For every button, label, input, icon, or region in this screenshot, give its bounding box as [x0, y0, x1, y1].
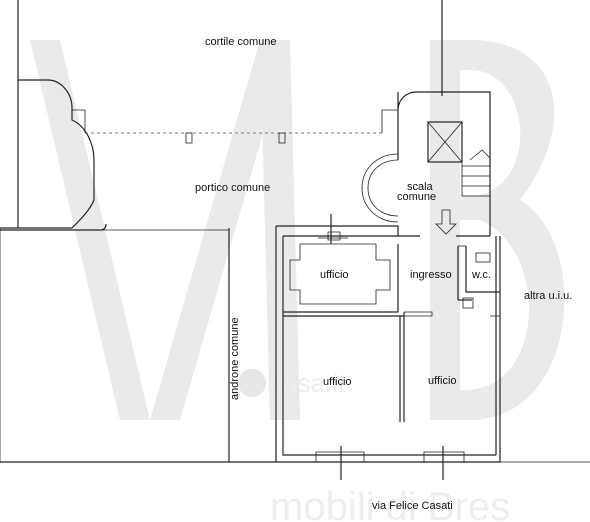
label-androne-comune: androne comune — [229, 317, 241, 400]
label-cortile-comune: cortile comune — [205, 36, 277, 48]
label-altra-uiu: altra u.i.u. — [524, 290, 572, 302]
label-wc: w.c. — [471, 269, 491, 281]
stair-block — [361, 91, 491, 237]
label-scala: scala — [407, 181, 434, 193]
unit-walls — [275, 214, 501, 480]
label-scala-comune: comune — [397, 191, 436, 203]
watermark-logo: mobili di Bres — [30, 40, 565, 522]
watermark-tagline: mobili di Bres — [270, 485, 510, 522]
label-street: via Felice Casati — [372, 500, 453, 512]
room-labels: cortile comune portico comune scala comu… — [195, 36, 572, 512]
label-portico-comune: portico comune — [195, 182, 270, 194]
label-ufficio-top: ufficio — [320, 269, 349, 281]
label-ingresso: ingresso — [410, 269, 452, 281]
label-ufficio-left: ufficio — [323, 376, 352, 388]
casa-it-watermark: casa.it — [238, 368, 346, 398]
label-ufficio-right: ufficio — [428, 375, 457, 387]
common-area-walls — [0, 0, 590, 463]
